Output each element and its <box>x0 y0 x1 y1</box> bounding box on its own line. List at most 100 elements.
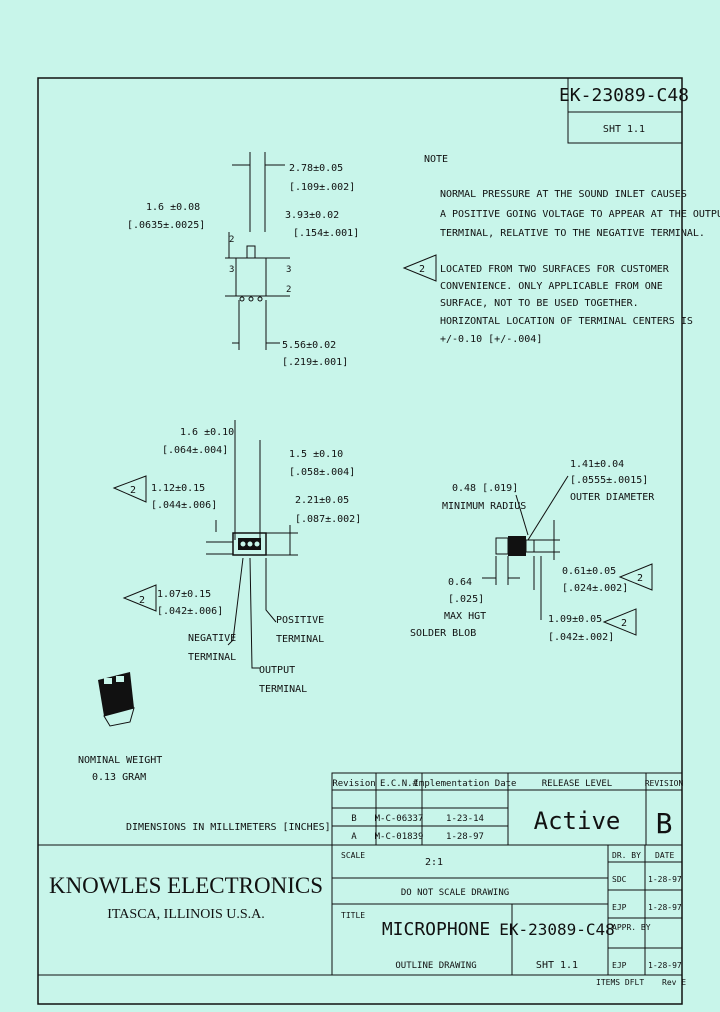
svg-text:[.042±.002]: [.042±.002] <box>548 632 614 643</box>
svg-text:[.0635±.0025]: [.0635±.0025] <box>127 220 205 231</box>
release-level: Active <box>534 807 621 835</box>
svg-text:SOLDER BLOB: SOLDER BLOB <box>410 628 476 639</box>
title-drawing-number: EK-23089-C48 <box>499 920 615 939</box>
svg-text:5.56±0.02: 5.56±0.02 <box>282 340 336 351</box>
company-name: KNOWLES ELECTRONICS <box>49 873 323 898</box>
svg-text:[.058±.004]: [.058±.004] <box>289 467 355 478</box>
weight-label: NOMINAL WEIGHT <box>78 755 162 766</box>
drawing-number-box: EK-23089-C48 SHT 1.1 <box>559 77 689 144</box>
svg-text:MINIMUM RADIUS: MINIMUM RADIUS <box>442 501 526 512</box>
svg-text:SDC: SDC <box>612 875 627 884</box>
side-view-a: 2.78±0.05 [.109±.002] 1.6 ±0.08 [.0635±.… <box>127 152 359 368</box>
svg-text:1-28-97: 1-28-97 <box>446 832 484 842</box>
svg-text:2: 2 <box>130 485 136 496</box>
svg-text:[.154±.001]: [.154±.001] <box>293 228 359 239</box>
svg-text:3: 3 <box>286 265 291 275</box>
svg-text:Revision: Revision <box>332 779 375 789</box>
negative-terminal-label: NEGATIVE <box>188 633 236 644</box>
drawing-title: MICROPHONE <box>382 919 490 940</box>
svg-text:1.41±0.04: 1.41±0.04 <box>570 459 624 470</box>
sheet-number: SHT 1.1 <box>603 124 645 135</box>
svg-text:[.064±.004]: [.064±.004] <box>162 445 228 456</box>
svg-text:E.C.N.#: E.C.N.# <box>380 779 419 789</box>
svg-text:1.12±0.15: 1.12±0.15 <box>151 483 205 494</box>
flag-icon <box>618 563 653 591</box>
svg-text:2: 2 <box>419 264 425 275</box>
note1-line2: A POSITIVE GOING VOLTAGE TO APPEAR AT TH… <box>440 209 720 220</box>
svg-text:TERMINAL: TERMINAL <box>259 684 307 695</box>
svg-text:M-C-06337: M-C-06337 <box>375 814 424 824</box>
revision-letter: B <box>656 807 673 840</box>
svg-text:[.219±.001]: [.219±.001] <box>282 357 348 368</box>
svg-text:1.6 ±0.08: 1.6 ±0.08 <box>146 202 200 213</box>
svg-text:1.6 ±0.10: 1.6 ±0.10 <box>180 427 234 438</box>
svg-text:TITLE: TITLE <box>341 911 365 920</box>
svg-text:2.78±0.05: 2.78±0.05 <box>289 163 343 174</box>
svg-text:REVISION: REVISION <box>645 779 684 788</box>
svg-text:[.024±.002]: [.024±.002] <box>562 583 628 594</box>
note1-line3: TERMINAL, RELATIVE TO THE NEGATIVE TERMI… <box>440 228 705 239</box>
units-note: DIMENSIONS IN MILLIMETERS [INCHES] <box>126 822 331 833</box>
svg-text:2: 2 <box>637 573 643 584</box>
svg-text:0.64: 0.64 <box>448 577 472 588</box>
svg-text:A: A <box>351 832 357 842</box>
title-block: KNOWLES ELECTRONICS ITASCA, ILLINOIS U.S… <box>37 844 686 987</box>
note2-line4: HORIZONTAL LOCATION OF TERMINAL CENTERS … <box>440 316 693 327</box>
svg-text:[.042±.006]: [.042±.006] <box>157 606 223 617</box>
isometric-view: NOMINAL WEIGHT 0.13 GRAM <box>78 672 162 783</box>
svg-text:Implementation Date: Implementation Date <box>414 779 517 789</box>
note2-line1: LOCATED FROM TWO SURFACES FOR CUSTOMER <box>440 264 670 275</box>
svg-text:1.09±0.05: 1.09±0.05 <box>548 614 602 625</box>
sound-inlet <box>246 245 256 259</box>
svg-text:1.5 ±0.10: 1.5 ±0.10 <box>289 449 343 460</box>
svg-text:1-28-97: 1-28-97 <box>648 961 682 970</box>
mic-body-front <box>232 532 267 556</box>
svg-text:[.109±.002]: [.109±.002] <box>289 182 355 193</box>
svg-text:2: 2 <box>139 595 145 606</box>
terminal-detail: 1.41±0.04 [.0555±.0015] OUTER DIAMETER 0… <box>410 459 655 643</box>
note2-line3: SURFACE, NOT TO BE USED TOGETHER. <box>440 298 639 309</box>
svg-text:EJP: EJP <box>612 903 627 912</box>
mic-body-side <box>235 257 267 297</box>
svg-text:2.21±0.05: 2.21±0.05 <box>295 495 349 506</box>
terminal-view: 1.6 ±0.10 [.064±.004] 1.5 ±0.10 [.058±.0… <box>112 420 361 695</box>
company-location: ITASCA, ILLINOIS U.S.A. <box>107 907 265 922</box>
positive-terminal-label: POSITIVE <box>276 615 324 626</box>
svg-text:OUTLINE DRAWING: OUTLINE DRAWING <box>395 961 476 971</box>
svg-text:EJP: EJP <box>612 961 627 970</box>
flag-icon <box>602 608 637 636</box>
svg-text:TERMINAL: TERMINAL <box>188 652 236 663</box>
flag-icon <box>112 475 147 503</box>
drawing-number: EK-23089-C48 <box>559 85 689 106</box>
flag-icon <box>122 584 157 612</box>
svg-text:[.087±.002]: [.087±.002] <box>295 514 361 525</box>
svg-text:1-28-97: 1-28-97 <box>648 875 682 884</box>
output-terminal-label: OUTPUT <box>259 665 295 676</box>
svg-text:M-C-01839: M-C-01839 <box>375 832 424 842</box>
svg-text:0.61±0.05: 0.61±0.05 <box>562 566 616 577</box>
sheet-border <box>37 77 683 1005</box>
svg-text:Rev E: Rev E <box>662 978 686 987</box>
svg-text:ITEMS DFLT: ITEMS DFLT <box>596 978 644 987</box>
note2-flag-icon <box>402 254 437 282</box>
svg-text:[.0555±.0015]: [.0555±.0015] <box>570 475 648 486</box>
svg-text:[.025]: [.025] <box>448 594 484 605</box>
svg-text:SHT 1.1: SHT 1.1 <box>536 960 578 971</box>
svg-text:SCALE: SCALE <box>341 851 365 860</box>
svg-text:MAX HGT: MAX HGT <box>444 611 486 622</box>
svg-text:OUTER DIAMETER: OUTER DIAMETER <box>570 492 655 503</box>
svg-text:DO NOT SCALE DRAWING: DO NOT SCALE DRAWING <box>401 888 509 898</box>
note2-line5: +/-0.10 [+/-.004] <box>440 334 542 345</box>
notes: NOTE NORMAL PRESSURE AT THE SOUND INLET … <box>402 154 720 345</box>
svg-text:DATE: DATE <box>655 851 674 860</box>
svg-text:0.13 GRAM: 0.13 GRAM <box>92 772 146 783</box>
svg-text:B: B <box>351 814 356 824</box>
svg-text:2: 2 <box>621 618 627 629</box>
svg-text:1.07±0.15: 1.07±0.15 <box>157 589 211 600</box>
svg-text:[.044±.006]: [.044±.006] <box>151 500 217 511</box>
note1-line1: NORMAL PRESSURE AT THE SOUND INLET CAUSE… <box>440 189 687 200</box>
svg-text:RELEASE LEVEL: RELEASE LEVEL <box>542 779 612 789</box>
svg-text:1-23-14: 1-23-14 <box>446 814 484 824</box>
svg-text:DR. BY: DR. BY <box>612 851 641 860</box>
svg-text:APPR. BY: APPR. BY <box>612 923 651 932</box>
